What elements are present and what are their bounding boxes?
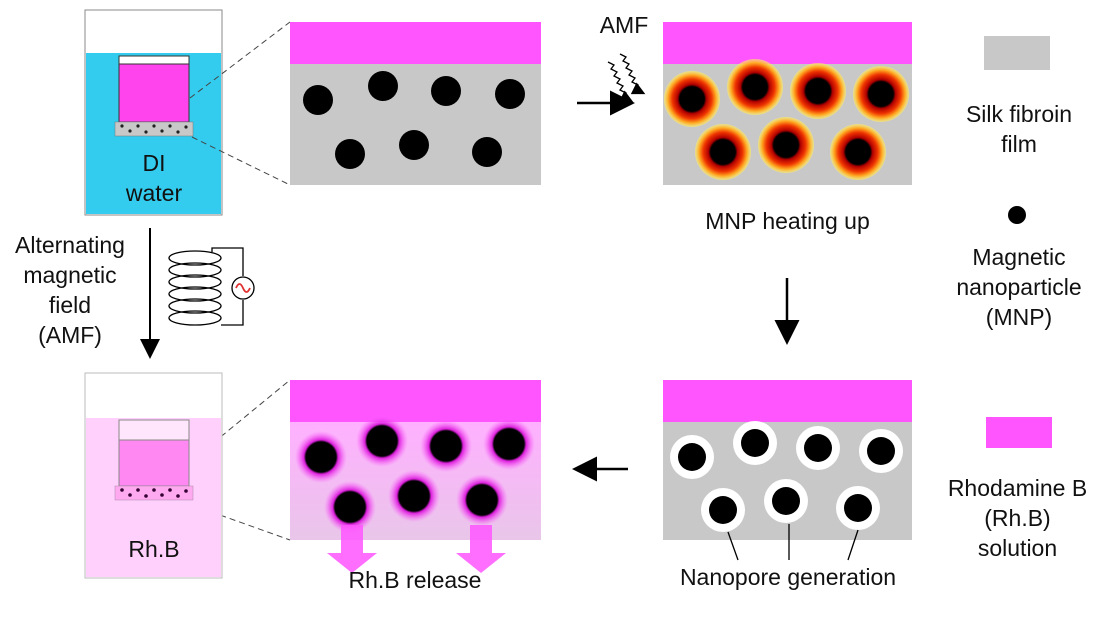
panel-nanopore bbox=[663, 380, 912, 540]
amf-side-line2: magnetic bbox=[23, 262, 117, 288]
legend-mnp-line3: (MNP) bbox=[985, 304, 1053, 330]
amf-side-line1: Alternating bbox=[15, 232, 125, 258]
zoom-lines-top bbox=[189, 21, 291, 186]
beaker-di-water bbox=[84, 9, 223, 216]
legend-mnp-swatch bbox=[1008, 206, 1026, 224]
caption-nanopore: Nanopore generation bbox=[679, 564, 897, 590]
ac-source-icon bbox=[231, 276, 255, 300]
legend-rhb-line1: Rhodamine B bbox=[947, 475, 1088, 501]
di-water-label-line2: water bbox=[125, 180, 183, 206]
legend-silk-line1: Silk fibroin bbox=[965, 101, 1073, 127]
amf-side-line3: field bbox=[48, 292, 92, 318]
di-water-label-line1: DI bbox=[142, 150, 166, 176]
beaker-rhb bbox=[84, 372, 223, 579]
legend-silk-swatch bbox=[984, 36, 1050, 70]
amf-side-line4: (AMF) bbox=[38, 322, 102, 348]
legend-mnp-line1: Magnetic bbox=[972, 244, 1066, 270]
amf-wave-arrows bbox=[607, 53, 646, 103]
nanopore-pointer-lines bbox=[727, 524, 859, 561]
beaker-di-particles bbox=[120, 124, 188, 134]
panel-release bbox=[290, 380, 541, 540]
beaker-rhb-particles bbox=[120, 488, 188, 498]
legend-rhb-swatch bbox=[986, 417, 1052, 448]
caption-release: Rh.B release bbox=[348, 567, 482, 593]
panel-heating bbox=[663, 22, 912, 185]
legend-silk-line2: film bbox=[1001, 131, 1037, 157]
rhb-beaker-label: Rh.B bbox=[128, 536, 180, 562]
legend-rhb-line2: (Rh.B) bbox=[984, 505, 1051, 531]
coil-icon bbox=[168, 247, 244, 326]
legend-mnp-line2: nanoparticle bbox=[956, 274, 1082, 300]
caption-heating: MNP heating up bbox=[705, 208, 870, 234]
legend-rhb-line3: solution bbox=[977, 535, 1058, 561]
release-arrows bbox=[327, 525, 506, 573]
panel-film-initial bbox=[290, 22, 541, 185]
amf-arrow-label: AMF bbox=[599, 12, 649, 38]
